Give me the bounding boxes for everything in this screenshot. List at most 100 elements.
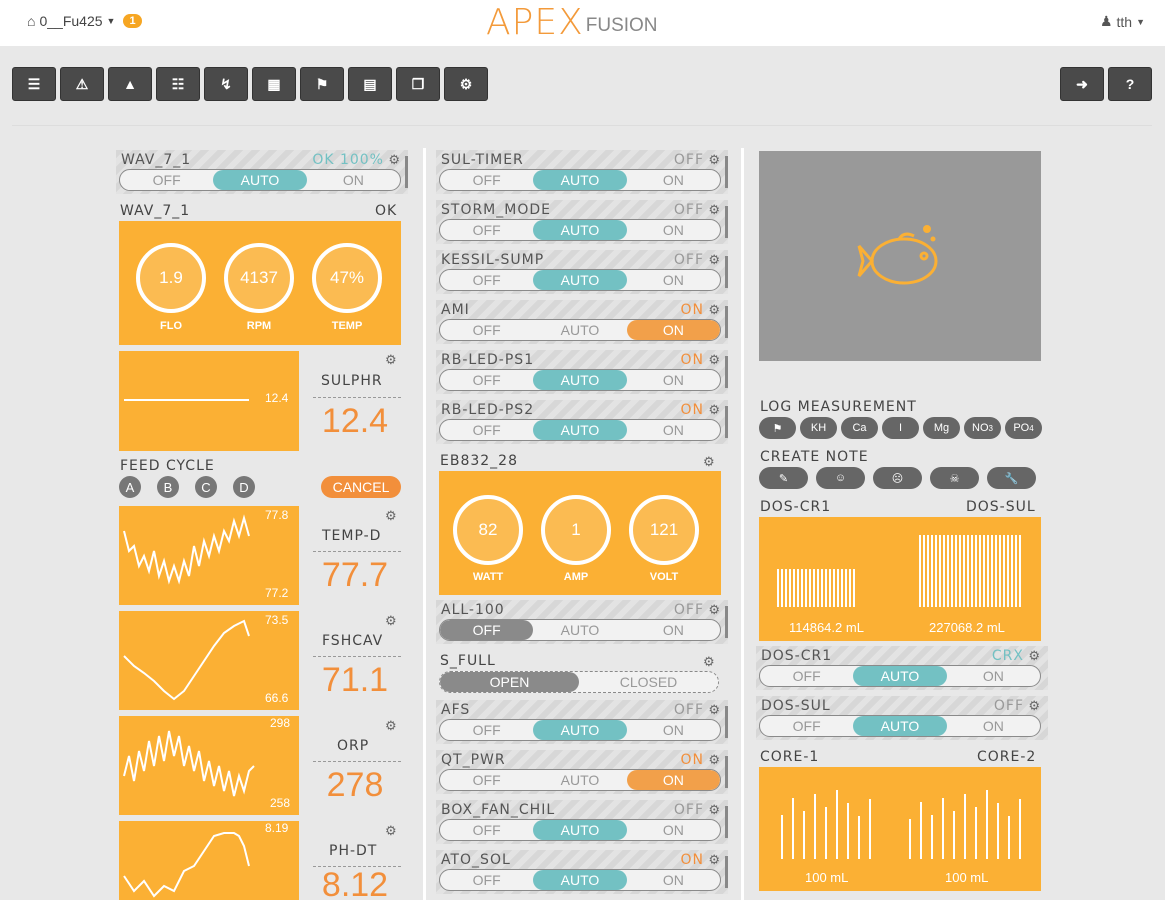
- on-option[interactable]: ON: [982, 668, 1004, 684]
- off-option[interactable]: OFF: [472, 722, 501, 738]
- on-option[interactable]: ON: [662, 622, 684, 638]
- auto-option[interactable]: AUTO: [560, 622, 600, 638]
- on-option[interactable]: ON: [626, 770, 720, 790]
- on-option[interactable]: ON: [662, 372, 684, 388]
- auto-option[interactable]: AUTO: [853, 716, 947, 736]
- gear-icon[interactable]: ⚙: [388, 152, 400, 167]
- on-option[interactable]: ON: [662, 722, 684, 738]
- help-button[interactable]: ?: [1108, 67, 1152, 101]
- gear-icon[interactable]: ⚙: [708, 202, 720, 217]
- feed-a-button[interactable]: A: [119, 476, 141, 498]
- controller-selector[interactable]: ⌂ 0__Fu425 ▼ 1: [27, 13, 142, 29]
- auto-option[interactable]: AUTO: [533, 870, 627, 890]
- auto-option[interactable]: AUTO: [533, 720, 627, 740]
- gear-icon[interactable]: ⚙: [385, 613, 397, 628]
- off-option[interactable]: OFF: [472, 322, 501, 338]
- gear-icon[interactable]: ⚙: [708, 702, 720, 717]
- gear-icon[interactable]: ⚙: [708, 402, 720, 417]
- off-option[interactable]: OFF: [472, 422, 501, 438]
- gear-icon[interactable]: ⚙: [1028, 648, 1040, 663]
- off-option[interactable]: OFF: [472, 872, 501, 888]
- off-option[interactable]: OFF: [152, 172, 181, 188]
- gear-icon[interactable]: ⚙: [385, 823, 397, 838]
- settings-button[interactable]: ⚙: [444, 67, 488, 101]
- on-option[interactable]: ON: [662, 822, 684, 838]
- power-button[interactable]: ↯: [204, 67, 248, 101]
- gear-icon[interactable]: ⚙: [703, 654, 715, 669]
- on-option[interactable]: ON: [662, 172, 684, 188]
- camera-placeholder[interactable]: [759, 151, 1041, 361]
- graphs-button[interactable]: ▲: [108, 67, 152, 101]
- feed-c-button[interactable]: C: [195, 476, 217, 498]
- note-maintenance-button[interactable]: 🔧: [987, 467, 1036, 489]
- auto-option[interactable]: AUTO: [213, 170, 307, 190]
- measurements-button[interactable]: ⚑: [300, 67, 344, 101]
- gear-icon[interactable]: ⚙: [708, 752, 720, 767]
- off-option[interactable]: OFF: [472, 172, 501, 188]
- dos-widget[interactable]: 114864.2 mL 227068.2 mL: [759, 517, 1041, 641]
- sulphr-graph[interactable]: 12.4: [119, 351, 299, 451]
- gear-icon[interactable]: ⚙: [708, 602, 720, 617]
- on-option[interactable]: ON: [342, 172, 364, 188]
- off-option[interactable]: OFF: [472, 772, 501, 788]
- on-option[interactable]: ON: [982, 718, 1004, 734]
- off-option[interactable]: OFF: [472, 822, 501, 838]
- auto-option[interactable]: AUTO: [853, 666, 947, 686]
- auto-option[interactable]: AUTO: [533, 170, 627, 190]
- on-option[interactable]: ON: [662, 422, 684, 438]
- gear-icon[interactable]: ⚙: [708, 352, 720, 367]
- gear-icon[interactable]: ⚙: [385, 508, 397, 523]
- on-option[interactable]: ON: [662, 872, 684, 888]
- copy-button[interactable]: ❐: [396, 67, 440, 101]
- pump-widget[interactable]: 1.9 FLO 4137 RPM 47% TEMP: [119, 221, 401, 345]
- gear-icon[interactable]: ⚙: [703, 454, 715, 469]
- gear-icon[interactable]: ⚙: [708, 802, 720, 817]
- auto-option[interactable]: AUTO: [533, 220, 627, 240]
- gear-icon[interactable]: ⚙: [385, 352, 397, 367]
- i-button[interactable]: I: [882, 417, 919, 439]
- gear-icon[interactable]: ⚙: [708, 302, 720, 317]
- user-menu[interactable]: ♟ tth ▼: [1100, 13, 1145, 30]
- flask-button[interactable]: ⚑: [759, 417, 796, 439]
- notes-button[interactable]: ▤: [348, 67, 392, 101]
- orp-graph[interactable]: 298 258: [119, 716, 299, 815]
- list-button[interactable]: ☰: [12, 67, 56, 101]
- off-option[interactable]: OFF: [472, 222, 501, 238]
- auto-option[interactable]: AUTO: [533, 420, 627, 440]
- on-option[interactable]: ON: [626, 320, 720, 340]
- auto-option[interactable]: AUTO: [560, 772, 600, 788]
- fshcav-graph[interactable]: 73.5 66.6: [119, 611, 299, 710]
- note-skull-button[interactable]: ☠: [930, 467, 979, 489]
- gear-icon[interactable]: ⚙: [708, 152, 720, 167]
- on-option[interactable]: ON: [662, 272, 684, 288]
- auto-option[interactable]: AUTO: [533, 270, 627, 290]
- logout-button[interactable]: ➜: [1060, 67, 1104, 101]
- off-option[interactable]: OFF: [440, 620, 534, 640]
- mg-button[interactable]: Mg: [923, 417, 960, 439]
- controls-button[interactable]: ☷: [156, 67, 200, 101]
- core-widget[interactable]: 100 mL 100 mL: [759, 767, 1041, 891]
- gear-icon[interactable]: ⚙: [708, 252, 720, 267]
- eb-widget[interactable]: 82 WATT 1 AMP 121 VOLT: [439, 471, 721, 595]
- calendar-button[interactable]: ▦: [252, 67, 296, 101]
- note-happy-button[interactable]: ☺: [816, 467, 865, 489]
- cancel-button[interactable]: CANCEL: [321, 476, 401, 498]
- off-option[interactable]: OFF: [792, 718, 821, 734]
- temp-graph[interactable]: 77.8 77.2: [119, 506, 299, 605]
- gear-icon[interactable]: ⚙: [1028, 698, 1040, 713]
- ca-button[interactable]: Ca: [841, 417, 878, 439]
- feed-d-button[interactable]: D: [233, 476, 255, 498]
- note-pencil-button[interactable]: ✎: [759, 467, 808, 489]
- auto-option[interactable]: AUTO: [533, 370, 627, 390]
- on-option[interactable]: ON: [662, 222, 684, 238]
- alert-badge[interactable]: 1: [123, 14, 142, 28]
- feed-b-button[interactable]: B: [157, 476, 179, 498]
- off-option[interactable]: OFF: [792, 668, 821, 684]
- alarms-button[interactable]: ⚠: [60, 67, 104, 101]
- off-option[interactable]: OFF: [472, 272, 501, 288]
- auto-option[interactable]: AUTO: [533, 820, 627, 840]
- gear-icon[interactable]: ⚙: [385, 718, 397, 733]
- auto-option[interactable]: AUTO: [560, 322, 600, 338]
